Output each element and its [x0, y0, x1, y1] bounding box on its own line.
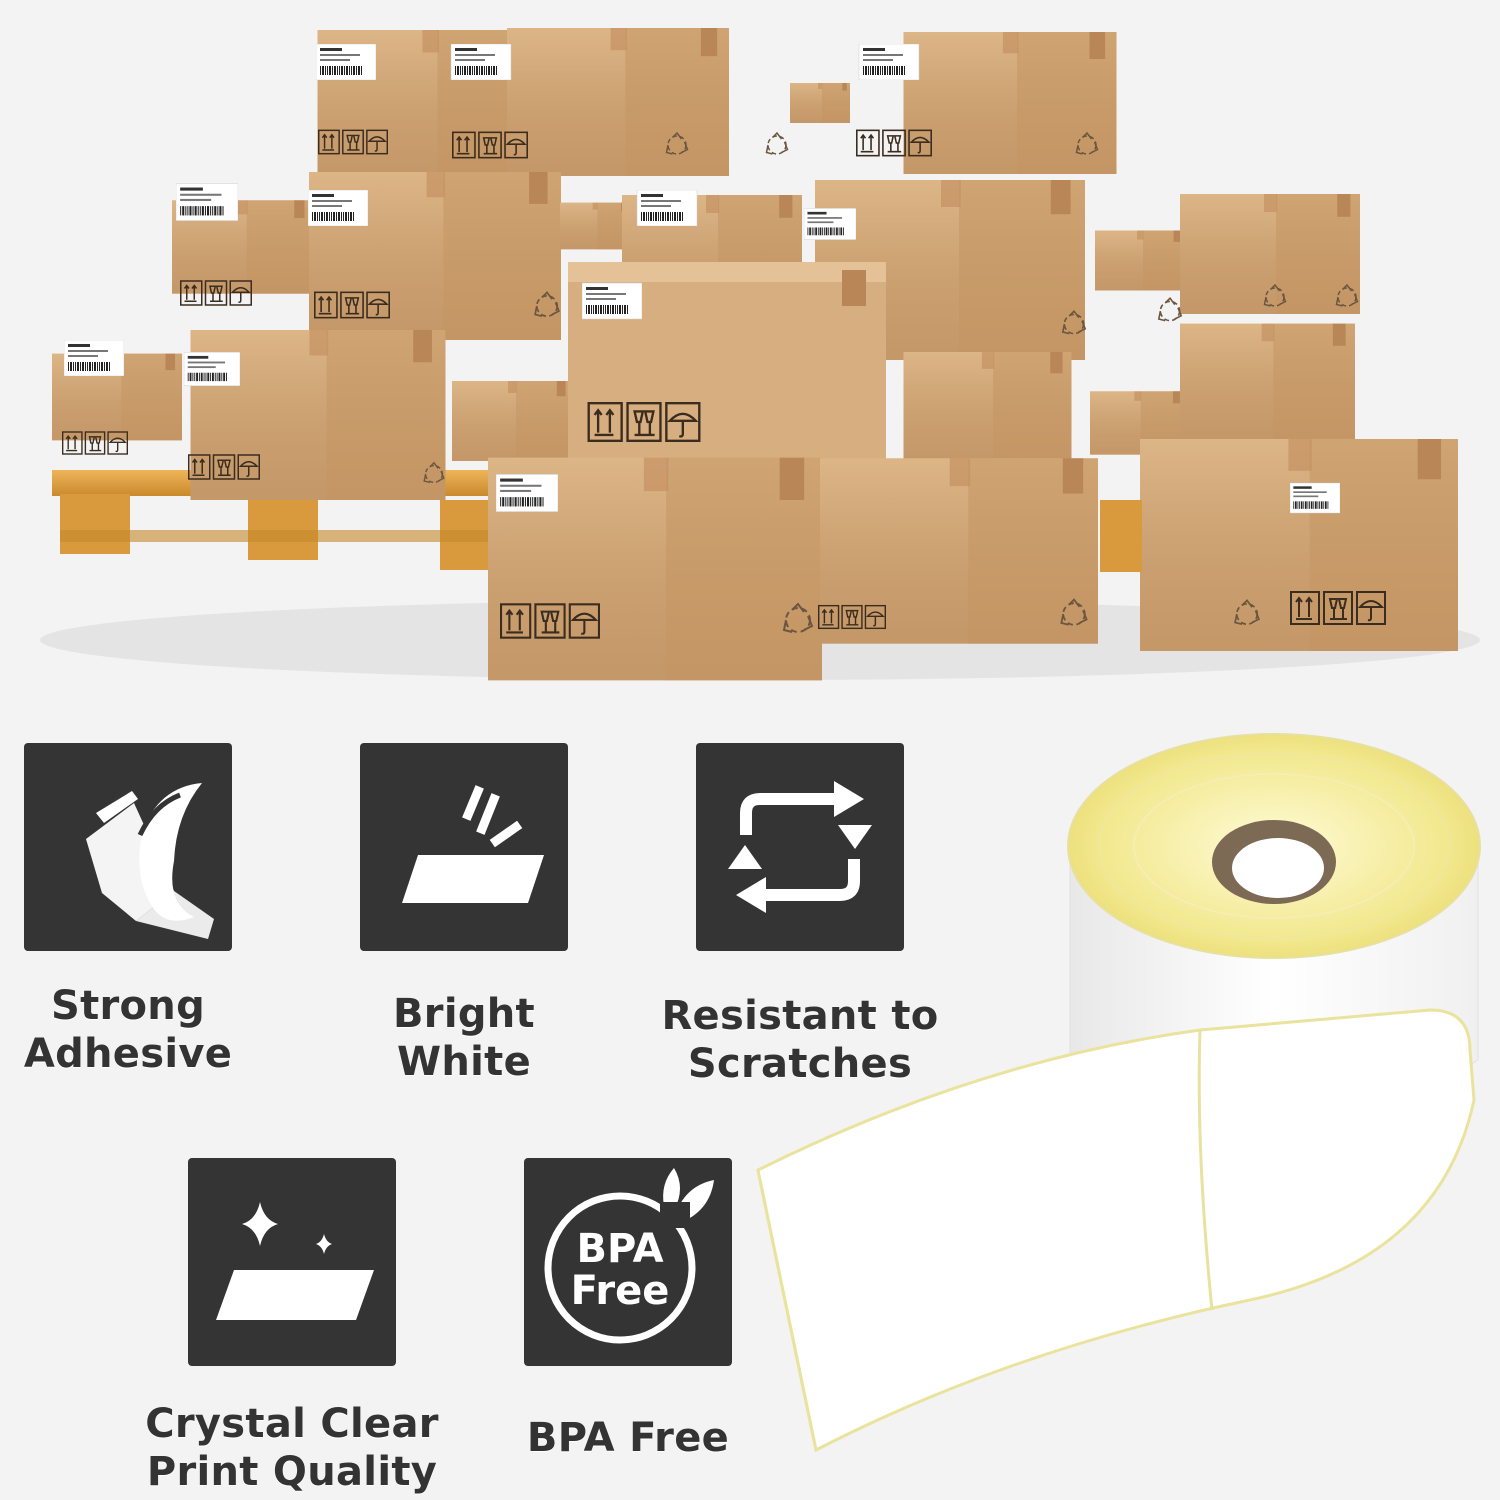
bpa-free-badge-icon: BPA Free	[544, 1168, 714, 1344]
strong-adhesive-tile	[24, 743, 232, 951]
crystal-clear-print-label: Crystal Clear Print Quality	[145, 1401, 439, 1495]
shine-card-icon	[402, 785, 544, 903]
svg-text:BPA: BPA	[576, 1226, 663, 1272]
warehouse-boxes-scene	[40, 28, 1480, 681]
box-stack-back	[316, 28, 1117, 180]
refresh-arrows-icon	[728, 781, 872, 913]
resistant-to-scratches-label: Resistant to Scratches	[661, 993, 939, 1087]
box-center-focus	[568, 262, 886, 462]
peel-icon	[86, 783, 214, 939]
bright-white-tile	[360, 743, 568, 951]
bright-white-label: Bright White	[393, 991, 535, 1085]
svg-text:Free: Free	[571, 1268, 670, 1314]
bpa-free-label: BPA Free	[526, 1415, 730, 1461]
resistant-to-scratches-tile	[696, 743, 904, 951]
bpa-free-tile: BPA Free	[524, 1158, 732, 1366]
crystal-clear-print-tile	[188, 1158, 396, 1366]
strong-adhesive-label: Strong Adhesive	[23, 983, 233, 1077]
label-roll-image	[756, 733, 1481, 1453]
sparkle-card-icon	[216, 1202, 374, 1320]
pallet-right	[1100, 500, 1142, 572]
unrolled-label-strip	[756, 1008, 1476, 1453]
